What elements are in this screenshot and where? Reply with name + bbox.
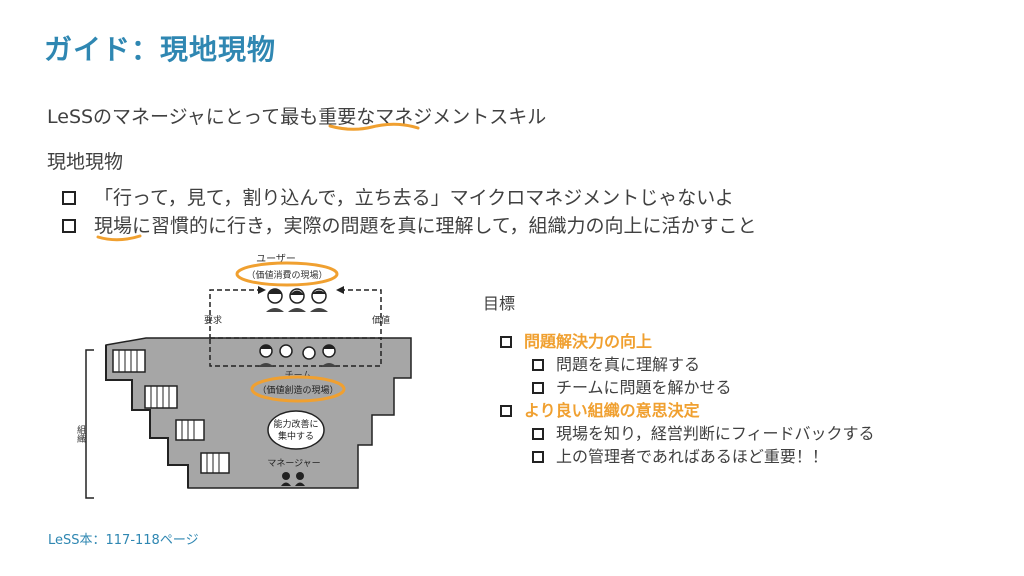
square-bullet-icon — [500, 335, 512, 348]
bullet-emphasis: 現場 — [94, 215, 133, 237]
square-bullet-icon — [532, 450, 544, 463]
goals-list: 問題解決力の向上 問題を真に理解する チームに問題を解かせる より良い組織の意思… — [500, 330, 875, 468]
arrowhead-icon — [258, 286, 266, 294]
goal-subtext: 上の管理者であればあるほど重要！！ — [556, 447, 828, 466]
manager-label: マネージャー — [267, 458, 320, 469]
highlight-ellipse — [235, 261, 339, 287]
square-bullet-icon — [500, 404, 512, 417]
goal-subitem: 上の管理者であればあるほど重要！！ — [500, 445, 875, 468]
arrowhead-icon — [336, 286, 344, 294]
request-label: 要求 — [204, 314, 222, 326]
goals-label: 目標 — [483, 294, 516, 313]
goal-heading: 問題解決力の向上 — [524, 332, 653, 351]
source-footer: LeSS本：117-118ページ — [48, 533, 199, 548]
users-icon — [266, 288, 328, 312]
intro-prefix: LeSSのマネージャにとって — [47, 106, 281, 128]
manager-icon — [281, 472, 305, 486]
square-bullet-icon — [532, 358, 544, 371]
building-windows — [112, 349, 230, 474]
goal-heading: より良い組織の意思決定 — [524, 401, 700, 420]
goal-subtext: チームに問題を解かせる — [556, 378, 732, 397]
intro-line: LeSSのマネージャにとって最も重要なマネジメントスキル — [47, 102, 546, 129]
page-title: ガイド：現地現物 — [44, 33, 277, 66]
dashed-arrow — [209, 289, 262, 338]
goal-subitem: 問題を真に理解する — [500, 353, 875, 376]
bullet-text: 「行って，見て，割り込んで，立ち去る」マイクロマネジメントじゃないよ — [94, 187, 734, 209]
organization-illustration: ユーザー （価値消費の現場） 要求 価値 — [76, 253, 412, 499]
square-bullet-icon — [532, 381, 544, 394]
highlight-ellipse — [250, 375, 346, 403]
intro-suffix: なマネジメントスキル — [356, 106, 547, 128]
team-icon — [258, 344, 337, 367]
bullet-item: 現場に習慣的に行き，実際の問題を真に理解して，組織力の向上に活かすこと — [62, 212, 757, 240]
speech-bubble — [267, 410, 325, 450]
goal-subitem: チームに問題を解かせる — [500, 376, 875, 399]
intro-emphasis: 最も重要 — [280, 106, 357, 128]
value-consumption-label: （価値消費の現場） — [246, 269, 327, 281]
goal-subtext: 現場を知り，経営判断にフィードバックする — [556, 424, 875, 443]
goal-subitem: 現場を知り，経営判断にフィードバックする — [500, 422, 875, 445]
square-bullet-icon — [62, 191, 76, 205]
org-bracket — [85, 349, 94, 499]
team-dashed-frame — [209, 337, 382, 367]
bullet-list: 「行って，見て，割り込んで，立ち去る」マイクロマネジメントじゃないよ 現場に習慣… — [62, 184, 757, 240]
bullet-item: 「行って，見て，割り込んで，立ち去る」マイクロマネジメントじゃないよ — [62, 184, 757, 212]
org-label: 組織 — [76, 424, 86, 443]
value-label: 価値 — [372, 314, 390, 326]
square-bullet-icon — [62, 219, 76, 233]
dashed-arrow — [340, 289, 382, 338]
bullet-text: に習慣的に行き，実際の問題を真に理解して，組織力の向上に活かすこと — [132, 215, 757, 237]
building-shape — [105, 337, 412, 489]
goal-item: 問題解決力の向上 — [500, 330, 875, 353]
square-bullet-icon — [532, 427, 544, 440]
section-subtitle: 現地現物 — [47, 151, 124, 173]
goal-subtext: 問題を真に理解する — [556, 355, 701, 374]
bubble-text: 集中する — [278, 430, 314, 442]
goal-item: より良い組織の意思決定 — [500, 399, 875, 422]
value-creation-label: （価値創造の現場） — [257, 384, 338, 396]
bubble-text: 能力改善に — [273, 418, 318, 430]
